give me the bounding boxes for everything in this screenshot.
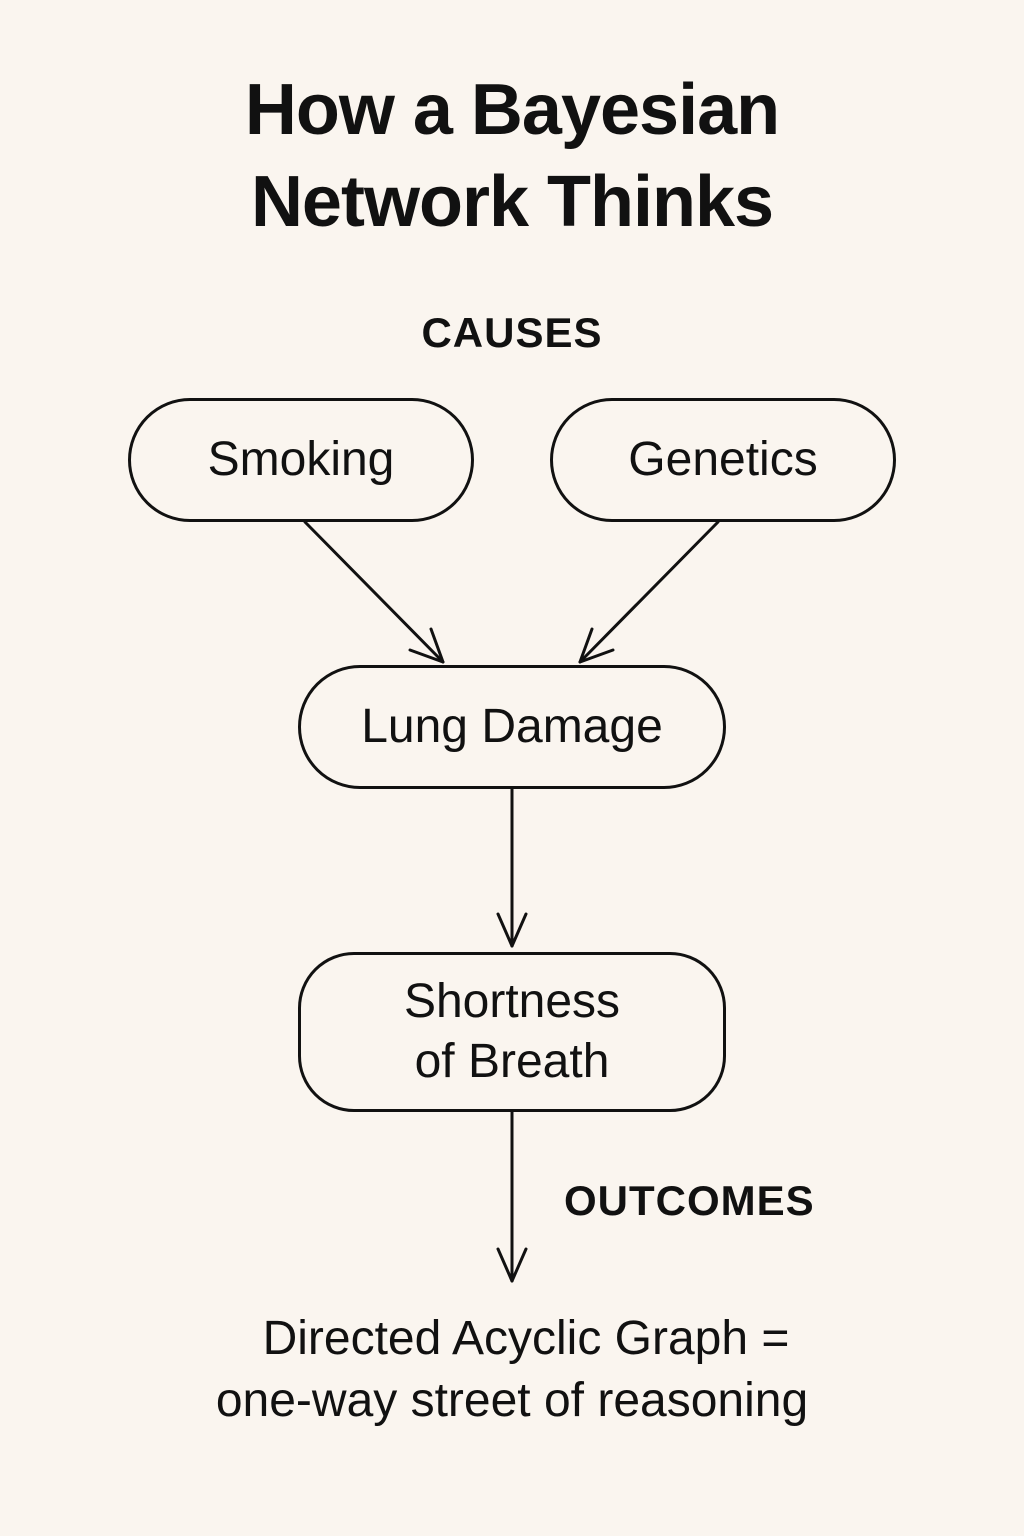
node-genetics: Genetics: [550, 398, 896, 522]
node-lung-damage-label: Lung Damage: [361, 700, 663, 753]
edge-shortness-to-outcomes: [496, 1110, 528, 1283]
edge-genetics-to-lung-damage: [578, 520, 720, 664]
node-shortness-label-line-2: of Breath: [414, 1035, 610, 1088]
caption-line-2: one-way street of reasoning: [215, 1374, 809, 1427]
diagram-title-line-1: How a Bayesian: [244, 70, 780, 150]
node-genetics-label: Genetics: [628, 433, 818, 486]
node-smoking-label: Smoking: [207, 433, 395, 486]
causes-label: CAUSES: [421, 309, 603, 356]
node-shortness-label-line-1: Shortness: [403, 975, 621, 1028]
edge-smoking-to-lung-damage: [303, 520, 445, 664]
diagram-title-line-2: Network Thinks: [250, 162, 774, 242]
node-shortness-of-breath: Shortness of Breath: [298, 952, 726, 1112]
node-smoking: Smoking: [128, 398, 474, 522]
outcomes-label: OUTCOMES: [564, 1177, 815, 1224]
edge-lung-damage-to-shortness: [496, 787, 528, 948]
caption-line-1: Directed Acyclic Graph =: [262, 1312, 790, 1365]
node-lung-damage: Lung Damage: [298, 665, 726, 789]
